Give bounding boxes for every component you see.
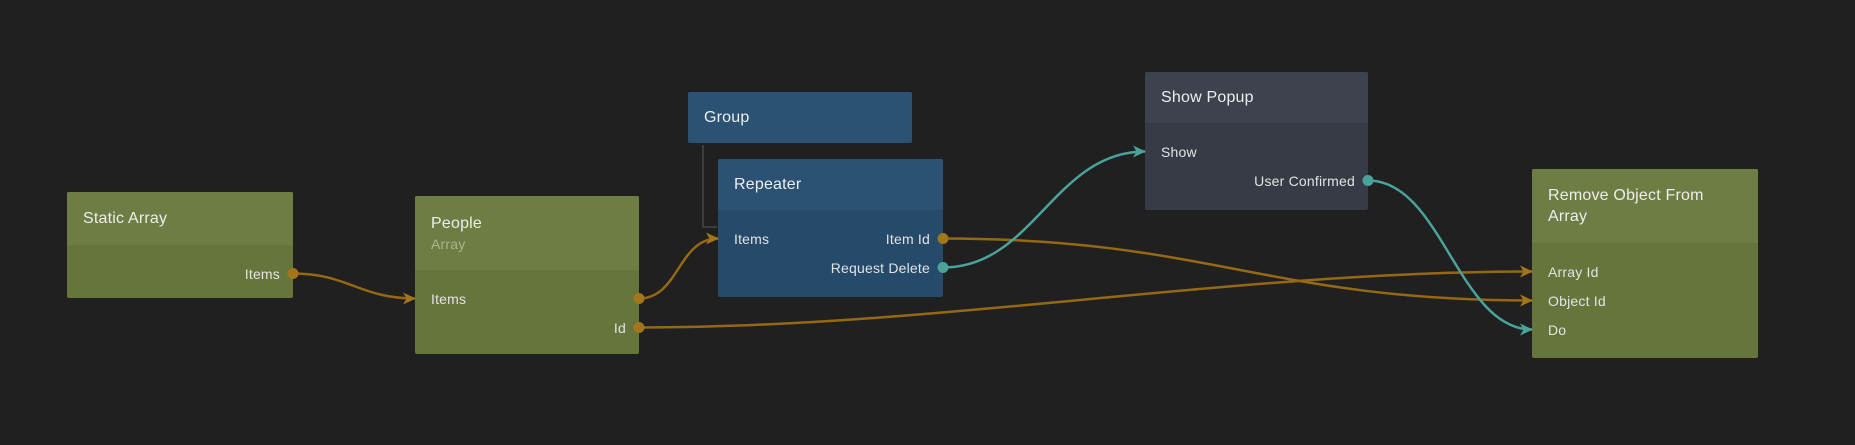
node-title: Static Array [83,210,168,227]
node-header[interactable]: Static Array [67,192,293,245]
port-object-id[interactable]: Object Id [1548,292,1606,309]
port-do[interactable]: Do [1548,321,1567,338]
port-request-delete[interactable]: Request Delete [830,259,930,276]
port-row: Request Delete [718,253,943,282]
port-array-id[interactable]: Array Id [1548,263,1599,280]
port-row: Items [415,284,639,313]
node-header[interactable]: Group [688,92,912,143]
port-items[interactable]: Items [431,290,467,307]
node-port-area: Items Item Id Request Delete [718,210,943,282]
port-items[interactable]: Items [244,265,280,282]
child-connector-group-repeater [702,145,717,228]
node-header[interactable]: Remove Object From Array [1532,169,1758,243]
node-header[interactable]: Repeater [718,159,943,210]
port-items[interactable]: Items [734,230,770,247]
port-row: Do [1532,315,1758,344]
wire-show-popup-user-confirmed-to-remove-object-from-array-do[interactable] [1367,179,1533,331]
port-row: Items Item Id [718,224,943,253]
port-show[interactable]: Show [1161,143,1197,160]
wire-repeater-request-delete-to-show-popup-show[interactable] [942,150,1146,269]
port-row: User Confirmed [1145,166,1368,195]
port-row: Show [1145,137,1368,166]
port-row: Items [67,259,293,288]
node-subtitle: Array [431,235,466,252]
wire-repeater-item-id-to-remove-object-from-array-object-id[interactable] [942,237,1533,302]
port-id[interactable]: Id [613,319,626,336]
node-header[interactable]: Show Popup [1145,72,1368,123]
port-row: Object Id [1532,286,1758,315]
wire-people-items-to-repeater-items[interactable] [638,237,719,300]
node-port-area: Items [67,245,293,288]
node-title: Group [704,109,750,126]
node-port-area: Array Id Object Id Do [1532,243,1758,344]
node-title: Remove Object From Array [1548,187,1704,225]
node-title: Repeater [734,176,802,193]
node-title: People [431,214,483,232]
port-item-id[interactable]: Item Id [885,230,930,247]
port-row: Id [415,313,639,342]
port-row: Array Id [1532,257,1758,286]
node-title: Show Popup [1161,89,1254,106]
node-group[interactable]: Group [688,92,912,143]
wire-static-array-items-to-people-items[interactable] [292,272,416,300]
port-user-confirmed[interactable]: User Confirmed [1254,172,1355,189]
